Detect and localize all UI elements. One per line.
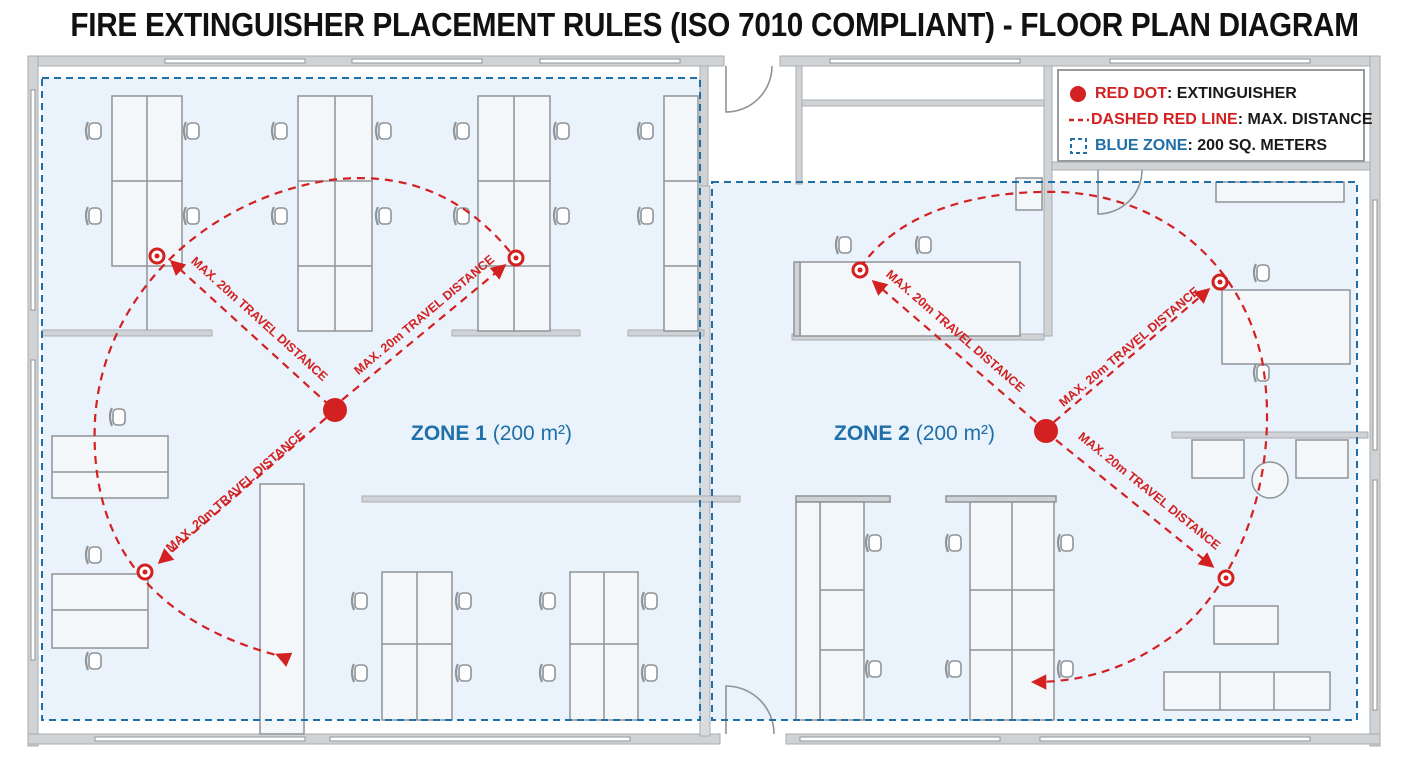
- diagram-title: FIRE EXTINGUISHER PLACEMENT RULES (ISO 7…: [70, 6, 1359, 43]
- extinguisher-main-zone-2: [1034, 419, 1058, 443]
- legend-red-dot-text: : EXTINGUISHER: [1167, 85, 1297, 102]
- extinguisher-target-icon: [136, 247, 1235, 587]
- legend: RED DOT : EXTINGUISHER DASHED RED LINE :…: [1057, 69, 1373, 162]
- legend-row-extinguisher: RED DOT : EXTINGUISHER: [1069, 81, 1363, 107]
- blue-zone-icon: [1069, 137, 1095, 155]
- extinguisher-main-zone-1: [323, 398, 347, 422]
- legend-blue-text: : 200 SQ. METERS: [1187, 137, 1328, 154]
- extinguishers: [136, 247, 1235, 587]
- zone-1-area-text: (200 m²): [492, 422, 573, 445]
- doors: [725, 65, 1143, 735]
- zone-2-area-text: (200 m²): [915, 422, 996, 445]
- legend-dashed-text: : MAX. DISTANCE: [1237, 111, 1373, 128]
- legend-row-distance: DASHED RED LINE : MAX. DISTANCE: [1069, 107, 1373, 133]
- zone-2-coverage: [859, 190, 1269, 690]
- zone-2-name: ZONE 2: [834, 422, 910, 445]
- legend-blue-key: BLUE ZONE: [1095, 137, 1188, 154]
- dashed-line-icon: [1069, 115, 1091, 125]
- legend-dashed-key: DASHED RED LINE: [1091, 111, 1238, 128]
- furniture-zone-1: [51, 95, 699, 735]
- zone-2-border: [711, 181, 1358, 721]
- legend-red-dot-key: RED DOT: [1095, 85, 1167, 102]
- zone-1-border: [41, 77, 701, 721]
- zone-1-name: ZONE 1: [411, 422, 487, 445]
- zone-1-label: ZONE 1 (200 m²): [411, 422, 572, 446]
- zone-2-label: ZONE 2 (200 m²): [834, 422, 995, 446]
- red-dot-icon: [1069, 84, 1095, 104]
- legend-row-zone: BLUE ZONE : 200 SQ. METERS: [1069, 133, 1363, 159]
